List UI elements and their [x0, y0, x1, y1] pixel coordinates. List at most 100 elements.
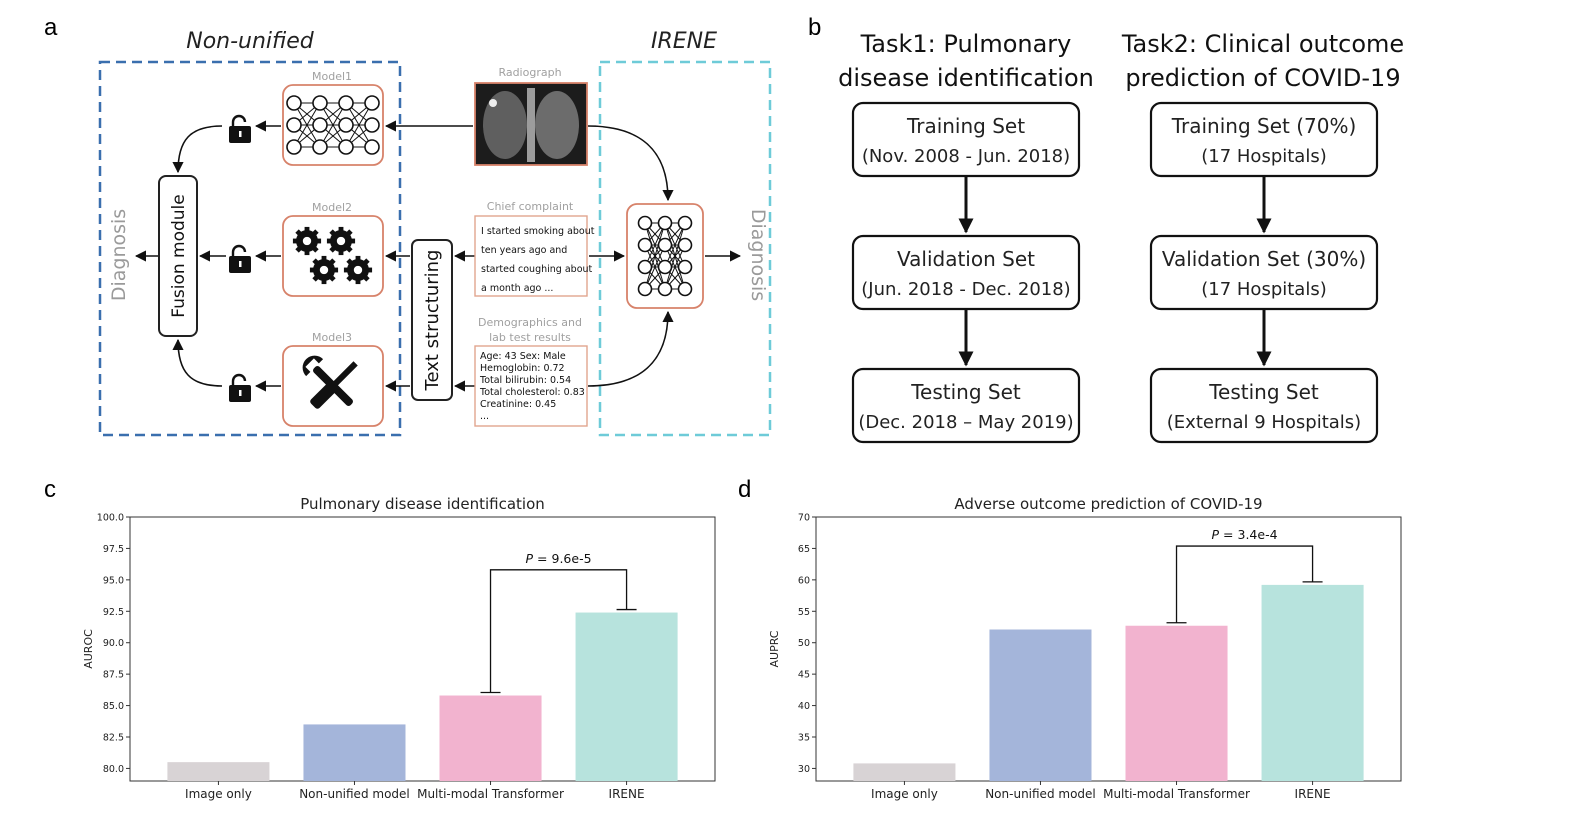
y-tick-label: 85.0: [103, 701, 124, 712]
chart-title: Pulmonary disease identification: [300, 495, 545, 513]
neural-network-icon: [286, 95, 380, 155]
model1-label: Model1: [312, 70, 352, 83]
y-tick-label: 65: [798, 544, 810, 555]
y-tick-label: 92.5: [103, 607, 124, 618]
bar: [853, 763, 956, 781]
panel-a: a Non-unified IRENE Diagnosis Diagnosis …: [44, 14, 772, 437]
neural-network-icon: [637, 215, 693, 297]
fusion-module-label: Fusion module: [169, 194, 189, 318]
task1-training-title: Training Set: [906, 114, 1025, 138]
y-tick-label: 82.5: [103, 733, 124, 744]
demographics-line: ...: [480, 411, 489, 422]
demographics-line: Age: 43 Sex: Male: [480, 351, 566, 362]
fusion-module-box: [158, 175, 198, 337]
demographics-to-irene-arrow: [587, 310, 674, 387]
bar: [303, 724, 406, 781]
text-structuring-label: Text structuring: [422, 250, 443, 392]
demographics-title-line: lab test results: [489, 331, 571, 344]
y-tick-label: 90.0: [103, 638, 124, 649]
y-tick-label: 87.5: [103, 670, 124, 681]
y-tick-label: 70: [798, 513, 810, 524]
chart-covid-auprc: Adverse outcome prediction of COVID-19 30…: [768, 495, 1402, 801]
lock1-to-fusion-arrow: [172, 125, 223, 174]
x-tick-label: Image only: [185, 787, 252, 801]
plot-frame: [129, 516, 716, 782]
task2-testing-title: Testing Set: [1208, 380, 1319, 404]
y-tick-label: 30: [798, 764, 810, 775]
radiograph-label: Radiograph: [498, 66, 561, 79]
y-tick-label: 100.0: [97, 513, 124, 524]
chart-title: Adverse outcome prediction of COVID-19: [954, 495, 1262, 513]
task2-testing-sub: (External 9 Hospitals): [1167, 412, 1361, 433]
bar: [989, 629, 1092, 781]
task2-title-line: prediction of COVID-19: [1125, 64, 1400, 92]
non-unified-box: [98, 60, 402, 437]
complaint-line: I started smoking about: [481, 226, 595, 237]
task2-validation-sub: (17 Hospitals): [1201, 279, 1327, 300]
model2-box: [282, 215, 384, 297]
x-tick-label: Non-unified model: [985, 787, 1096, 801]
chief-complaint-box: [474, 215, 588, 297]
task1-testing-title: Testing Set: [910, 380, 1021, 404]
demographics-title-line: Demographics and: [478, 316, 582, 329]
model3-label: Model3: [312, 331, 352, 344]
y-tick-label: 97.5: [103, 544, 124, 555]
y-axis-label: AUPRC: [768, 630, 781, 667]
p-value-label: P = 9.6e-5: [526, 551, 592, 566]
task2-training-sub: (17 Hospitals): [1201, 146, 1327, 167]
task2-training-title: Training Set (70%): [1171, 114, 1357, 138]
task1-testing-box: [851, 367, 1081, 444]
non-unified-title: Non-unified: [186, 29, 315, 54]
demographics-box: [474, 345, 588, 427]
significance-bracket: [1175, 545, 1314, 623]
demographics-line: Total cholesterol: 0.83: [479, 387, 585, 398]
y-tick-label: 50: [798, 638, 810, 649]
task2-testing-box: [1149, 367, 1379, 444]
y-tick-label: 80.0: [103, 764, 124, 775]
lock-open-icon: [229, 114, 251, 143]
y-tick-label: 35: [798, 733, 810, 744]
panel-a-letter: a: [44, 14, 58, 41]
lock-open-icon: [229, 244, 251, 273]
task2-title-line: Task2: Clinical outcome: [1121, 30, 1404, 58]
p-value-label: P = 3.4e-4: [1212, 527, 1278, 542]
task2-validation-title: Validation Set (30%): [1162, 247, 1366, 271]
bar: [439, 695, 542, 781]
chief-complaint-label: Chief complaint: [487, 200, 574, 213]
model2-label: Model2: [312, 201, 352, 214]
text-structuring-box: [411, 239, 453, 401]
task1-validation-title: Validation Set: [897, 247, 1035, 271]
significance-bracket: [489, 569, 628, 693]
y-tick-label: 60: [798, 575, 810, 586]
y-tick-label: 95.0: [103, 575, 124, 586]
task1-validation-sub: (Jun. 2018 - Dec. 2018): [861, 279, 1070, 300]
lock3-to-fusion-arrow: [172, 338, 223, 387]
task1-title-line: disease identification: [838, 64, 1094, 92]
task1-training-sub: (Nov. 2008 - Jun. 2018): [862, 146, 1070, 167]
demographics-line: Creatinine: 0.45: [480, 399, 556, 410]
x-tick-label: Non-unified model: [299, 787, 410, 801]
x-tick-label: IRENE: [609, 787, 645, 801]
x-tick-label: Image only: [871, 787, 938, 801]
bar: [167, 762, 270, 781]
task1-testing-sub: (Dec. 2018 – May 2019): [858, 412, 1073, 433]
panel-b-letter: b: [808, 14, 821, 41]
y-axis-label: AUROC: [82, 629, 95, 669]
bar: [1125, 625, 1228, 781]
y-tick-label: 45: [798, 670, 810, 681]
wrench-screwdriver-icon: [302, 355, 358, 409]
demographics-line: Hemoglobin: 0.72: [480, 363, 565, 374]
bar: [1261, 584, 1364, 781]
gears-icon: [292, 226, 373, 285]
panel-b: b Task1: Pulmonary disease identificatio…: [808, 14, 1404, 444]
lock-open-icon: [229, 373, 251, 402]
radiograph-to-irene-arrow: [587, 125, 674, 202]
y-tick-label: 55: [798, 607, 810, 618]
complaint-line: a month ago ...: [481, 283, 553, 294]
x-tick-label: IRENE: [1295, 787, 1331, 801]
demographics-line: Total bilirubin: 0.54: [479, 375, 571, 386]
chart-pulmonary-auroc: Pulmonary disease identification 80.0 82.5…: [82, 495, 716, 801]
x-tick-label: Multi-modal Transformer: [1103, 787, 1250, 801]
complaint-line: started coughing about: [481, 264, 593, 275]
x-tick-label: Multi-modal Transformer: [417, 787, 564, 801]
